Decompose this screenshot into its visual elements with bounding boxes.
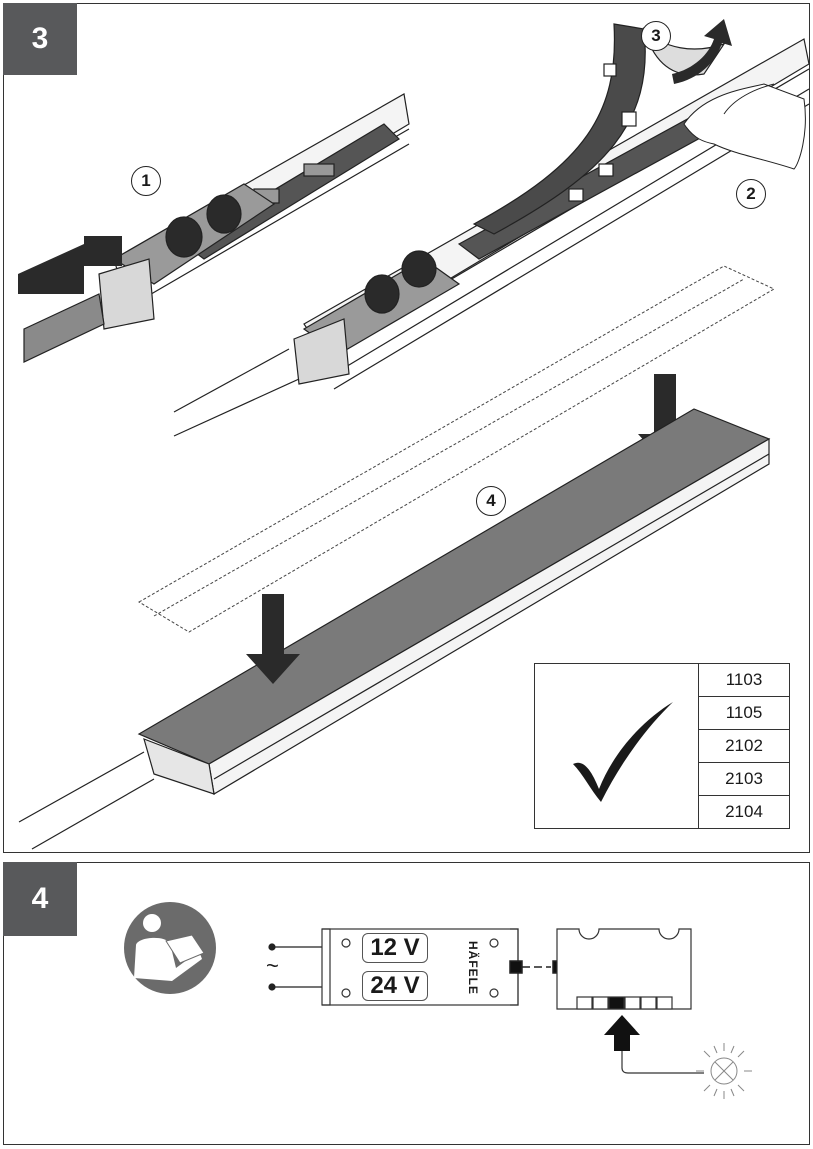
- insert-arrow-icon: [604, 1015, 640, 1051]
- model-row: 2104: [725, 802, 763, 821]
- read-manual-icon: [124, 902, 216, 994]
- checkmark-icon: [573, 702, 673, 802]
- diffuser-cover: [138, 265, 776, 633]
- model-row: 2103: [699, 763, 789, 796]
- mains-input: [268, 943, 322, 991]
- lamp-cable: [621, 1051, 704, 1074]
- voltage-option-24v: 24 V: [362, 971, 428, 1001]
- cleaning-hand-icon: [683, 83, 806, 170]
- step-4-panel: 4: [3, 862, 810, 1145]
- compatible-model-list: 1103 1105 2102 2103 2104: [699, 664, 789, 828]
- connector-clip-left: [98, 183, 276, 330]
- callout-2: 2: [736, 179, 766, 209]
- cable-bottom: [18, 751, 155, 850]
- press-arrow-left-icon: [246, 594, 300, 684]
- cable-left: [23, 293, 105, 363]
- step-badge: 3: [3, 3, 77, 75]
- model-row: 1105: [699, 697, 789, 730]
- callout-1: 1: [131, 166, 161, 196]
- connector-clip-right: [293, 250, 461, 385]
- mains-symbol: ~: [266, 953, 279, 978]
- peel-arrow-icon: [672, 19, 732, 84]
- callout-3: 3: [641, 21, 671, 51]
- step-badge: 4: [3, 862, 77, 936]
- compatibility-table: 1103 1105 2102 2103 2104: [534, 663, 790, 829]
- wiring-diagram: [124, 902, 752, 1099]
- switch-receiver: [556, 928, 692, 1010]
- installation-illustration: [18, 19, 810, 850]
- compatibility-check-cell: [535, 664, 699, 828]
- light-bulb-icon: [696, 1043, 752, 1099]
- push-arrow-left-icon: [18, 236, 122, 294]
- cable-right: [173, 348, 300, 437]
- profile-bottom: [137, 408, 771, 795]
- model-row: 1103: [699, 664, 789, 697]
- brand-label: HÄFELE: [466, 941, 480, 995]
- step-3-panel: 3: [3, 3, 810, 853]
- model-row: 2102: [699, 730, 789, 763]
- callout-4: 4: [476, 486, 506, 516]
- voltage-option-12v: 12 V: [362, 933, 428, 963]
